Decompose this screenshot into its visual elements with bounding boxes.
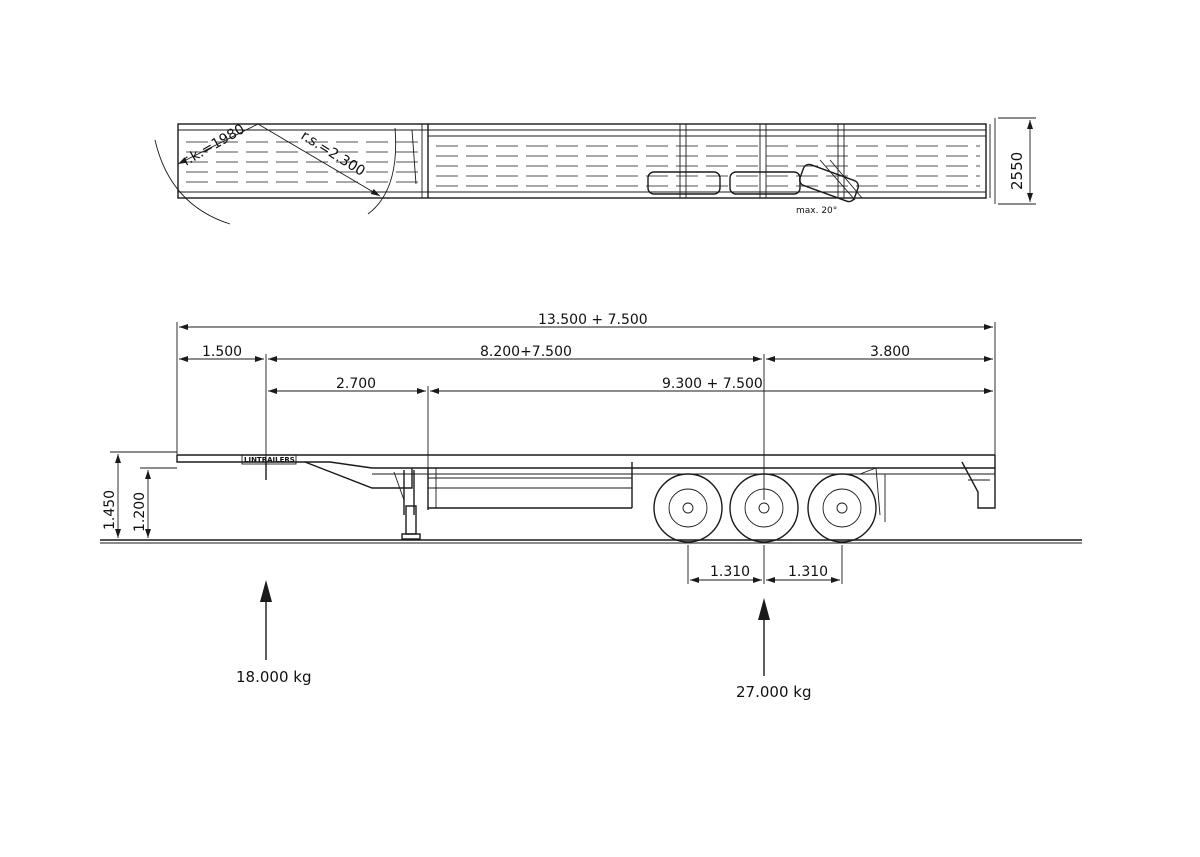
- height-deck-label: 1.200: [132, 492, 148, 532]
- wheels: [653, 473, 877, 543]
- axle-spacing-1-label: 1.310: [710, 564, 750, 580]
- kingpin-to-axle-label: 8.200+7.500: [480, 344, 572, 360]
- brand-label: LINTRAILERS: [244, 456, 295, 464]
- front-overhang-label: 1.500: [202, 344, 242, 360]
- deck-to-axle-label: 9.300 + 7.500: [662, 376, 763, 392]
- turning-radius-arcs: [154, 123, 417, 225]
- axle-spacing-2-label: 1.310: [788, 564, 828, 580]
- dimension-lines: [176, 322, 996, 500]
- kingpin-load-arrow: [260, 580, 272, 660]
- axle-load-label: 27.000 kg: [736, 683, 811, 701]
- landing-gear: [393, 470, 421, 540]
- width-dimension: [998, 117, 1036, 205]
- brand-plate: LINTRAILERS: [241, 454, 297, 465]
- top-view-axles: [647, 124, 863, 203]
- axle-spacing-dimensions: [687, 545, 843, 584]
- axle-load-arrow: [758, 598, 770, 676]
- top-view: r.k.=1980 r.s.=2.300 max. 20° 2550: [154, 117, 1036, 225]
- height-dimensions: [110, 451, 177, 538]
- trailer-body: [176, 454, 996, 522]
- gooseneck-length-label: 2.700: [336, 376, 376, 392]
- max-angle-label: max. 20°: [796, 206, 837, 216]
- side-view: 13.500 + 7.500 1.500 8.200+7.500 3.800 2…: [100, 312, 1082, 701]
- total-length-label: 13.500 + 7.500: [538, 312, 648, 328]
- rear-overhang-label: 3.800: [870, 344, 910, 360]
- kingpin-load-label: 18.000 kg: [236, 668, 311, 686]
- width-label: 2550: [1008, 152, 1026, 190]
- height-total-label: 1.450: [102, 490, 118, 530]
- top-view-deck-boards: [186, 141, 980, 187]
- top-view-outline: [177, 118, 996, 204]
